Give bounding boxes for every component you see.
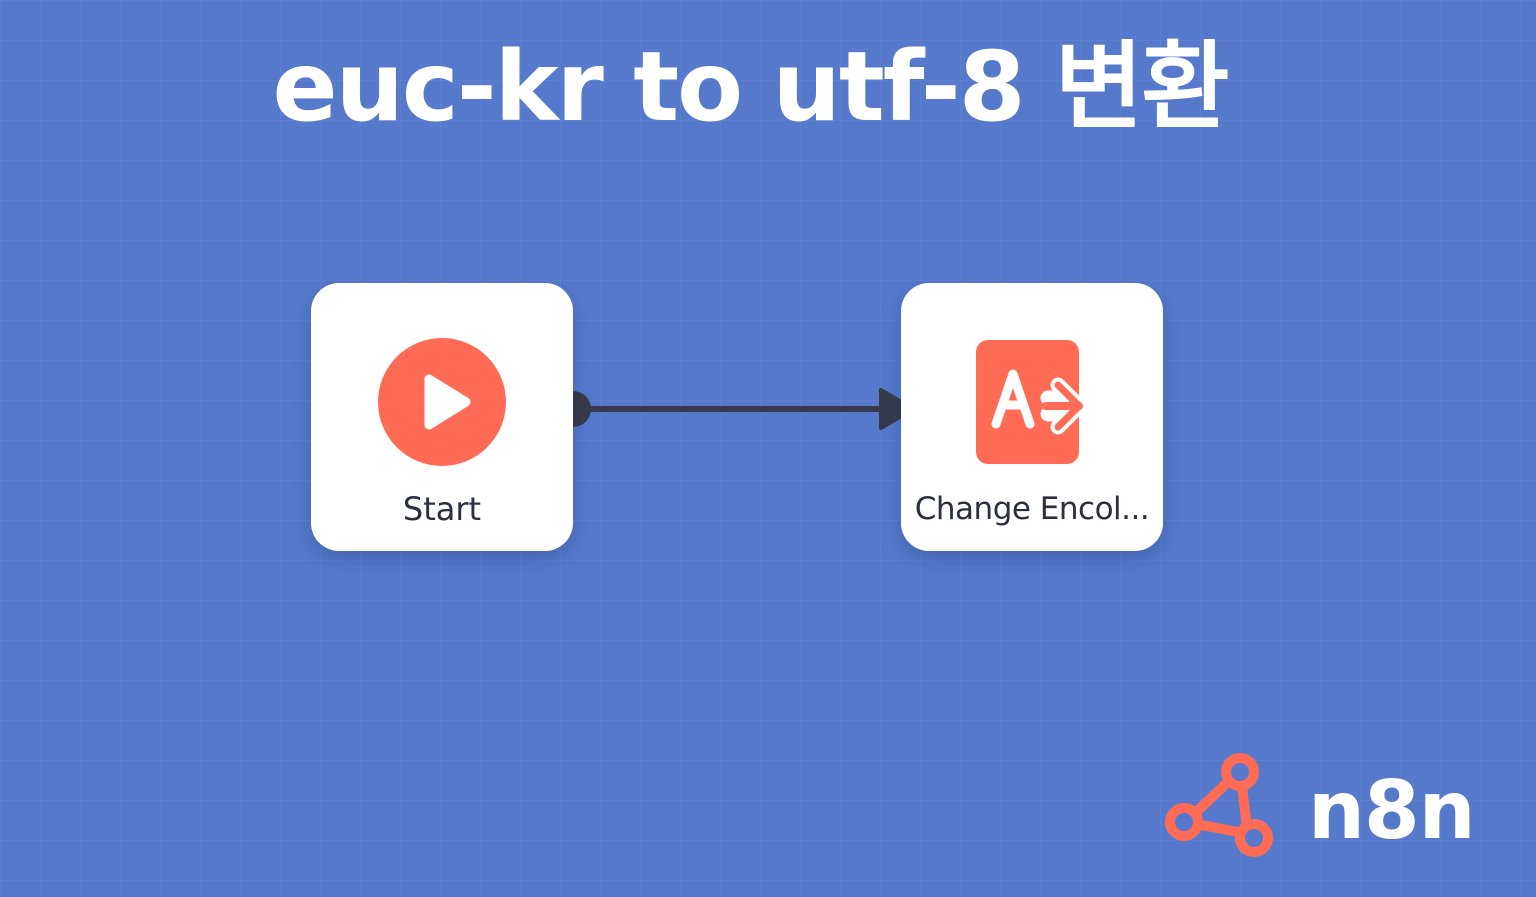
connection-start-to-change-encoding[interactable] (550, 380, 930, 440)
node-label: Change Encol... (914, 491, 1150, 527)
play-icon (378, 338, 506, 466)
node-change-encoding[interactable]: Change Encol... (901, 283, 1163, 551)
node-label: Start (402, 490, 482, 528)
text-encoding-icon (976, 340, 1087, 464)
arrow-head-icon (879, 388, 915, 430)
workflow-title: euc-kr to utf-8 변환 (272, 31, 1229, 143)
n8n-logo-icon (1165, 753, 1273, 857)
node-start[interactable]: Start (311, 283, 573, 551)
brand-name: n8n (1308, 764, 1476, 857)
